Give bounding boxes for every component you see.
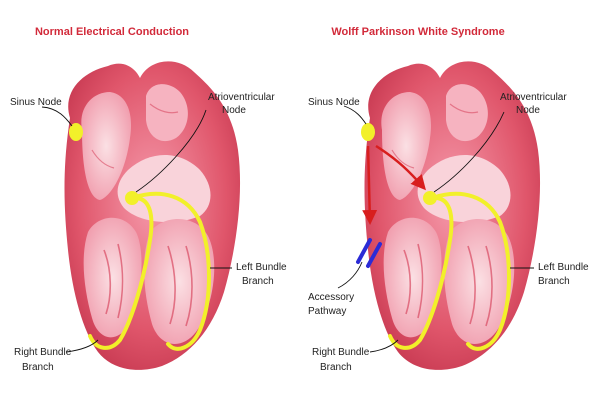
left-bundle-branch-normal	[130, 191, 211, 351]
right-bundle-branch-wpw	[388, 195, 454, 350]
sinus-node-wpw	[361, 123, 375, 141]
right-bundle-branch-normal	[88, 195, 154, 350]
conduction-system-normal	[69, 123, 211, 351]
label-sinus-node-normal: Sinus Node	[10, 97, 62, 108]
panel-normal: Normal Electrical Conduction Sinus Node …	[10, 26, 287, 373]
label-av-node-normal-2: Node	[222, 105, 246, 116]
label-left-bundle-wpw-2: Branch	[538, 276, 570, 287]
av-node-normal	[125, 191, 139, 205]
label-av-node-normal-1: Atrioventricular	[208, 92, 275, 103]
conduction-system-wpw	[361, 123, 511, 351]
label-right-bundle-normal-1: Right Bundle	[14, 347, 72, 358]
accessory-leader-wpw	[337, 261, 363, 289]
label-accessory-wpw-2: Pathway	[308, 306, 346, 317]
panel-title-normal: Normal Electrical Conduction	[35, 26, 189, 38]
panel-title-wpw: Wolff Parkinson White Syndrome	[331, 26, 504, 38]
sinus-node-leader-wpw	[343, 105, 367, 125]
left-bundle-branch-wpw	[430, 191, 511, 351]
accessory-pathway	[356, 238, 382, 268]
label-left-bundle-normal-1: Left Bundle	[236, 262, 287, 273]
label-av-node-wpw-2: Node	[516, 105, 540, 116]
av-node-leader-normal	[135, 109, 207, 193]
label-av-node-wpw-1: Atrioventricular	[500, 92, 567, 103]
right-bundle-leader-normal	[65, 339, 99, 353]
right-bundle-leader-wpw	[369, 339, 399, 353]
impulse-arrow-to-accessory	[362, 145, 378, 225]
label-accessory-wpw-1: Accessory	[308, 292, 354, 303]
label-left-bundle-normal-2: Branch	[242, 276, 274, 287]
panel-wpw: Wolff Parkinson White Syndrome	[308, 26, 589, 373]
label-right-bundle-normal-2: Branch	[22, 362, 54, 373]
label-right-bundle-wpw-2: Branch	[320, 362, 352, 373]
av-node-leader-wpw	[433, 111, 505, 193]
label-sinus-node-wpw: Sinus Node	[308, 97, 360, 108]
impulse-arrow-to-av-node	[375, 144, 426, 191]
sinus-node-normal	[69, 123, 83, 141]
label-right-bundle-wpw-1: Right Bundle	[312, 347, 370, 358]
av-node-wpw	[423, 191, 437, 205]
label-left-bundle-wpw-1: Left Bundle	[538, 262, 589, 273]
sinus-node-leader-normal	[41, 106, 73, 127]
